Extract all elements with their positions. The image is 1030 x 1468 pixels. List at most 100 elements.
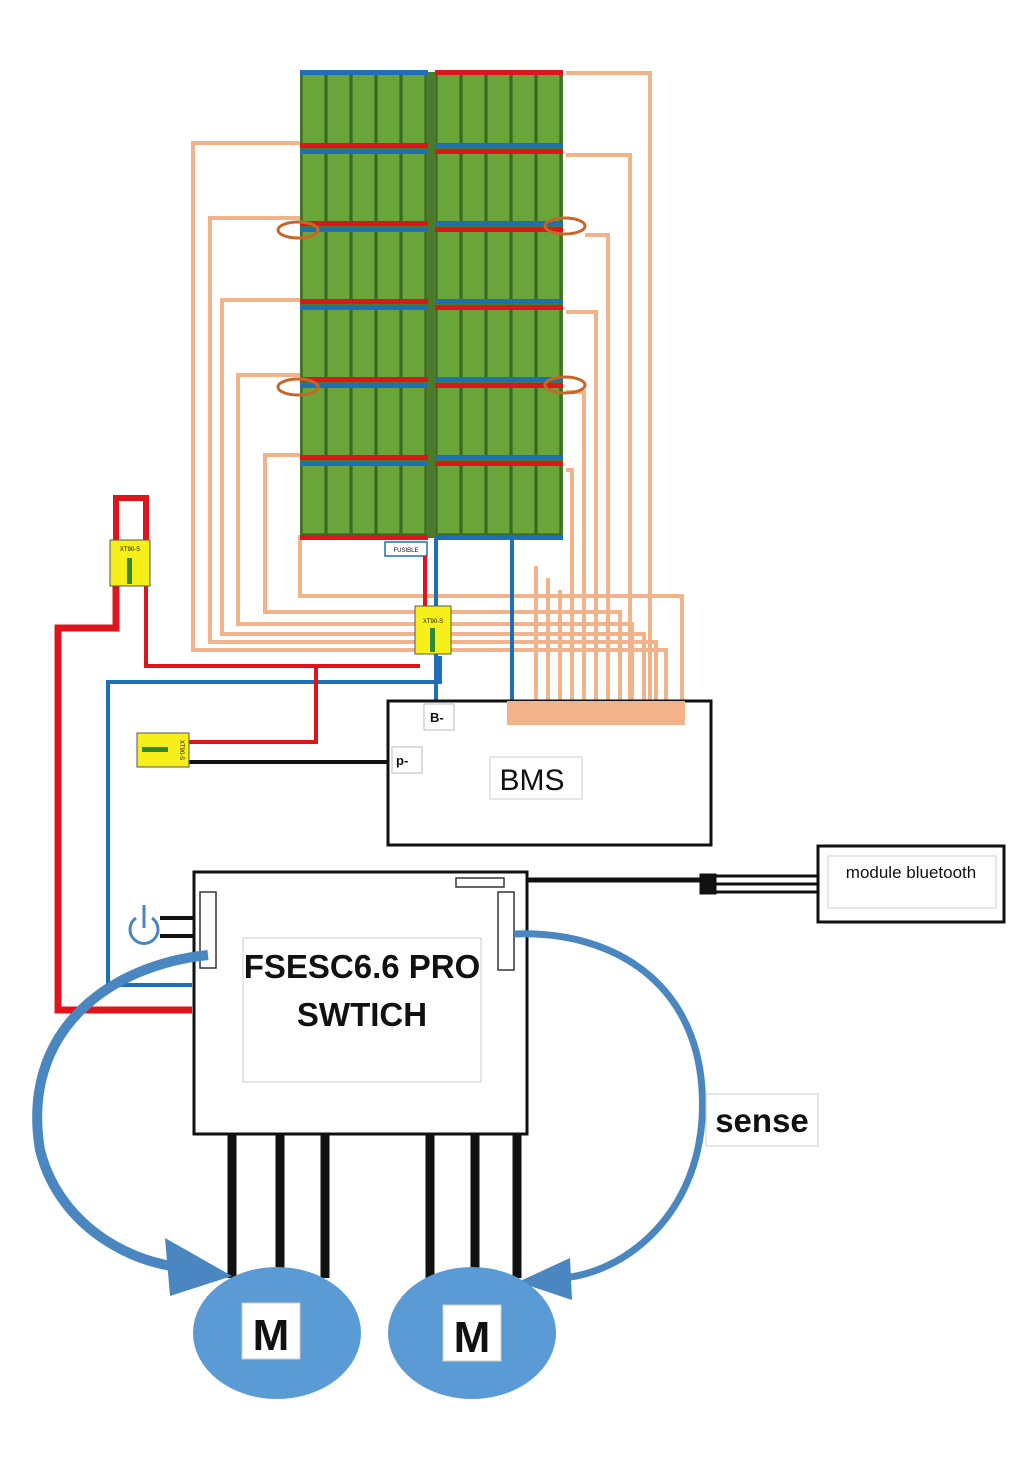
motor-right-label: M <box>454 1313 491 1362</box>
power-icon[interactable] <box>128 905 194 945</box>
battery-cell <box>301 463 326 535</box>
esc-sensor-port-left <box>199 891 217 969</box>
esc-label-line2: SWTICH <box>297 996 427 1033</box>
battery-cell <box>351 385 376 457</box>
esc-sensor-port-right <box>497 891 515 971</box>
series-loop <box>543 216 587 236</box>
battery-cell <box>326 151 351 223</box>
xt90-connector-top[interactable]: XT90-S <box>109 539 151 587</box>
nickel-strip <box>300 455 428 460</box>
series-loop <box>543 375 587 395</box>
xt90-connector-side[interactable]: XT90-S <box>136 732 190 768</box>
nickel-strip <box>435 455 563 460</box>
nickel-strip <box>300 377 428 382</box>
battery-cell <box>376 73 401 145</box>
nickel-strip <box>435 305 563 310</box>
nickel-strip <box>435 143 563 148</box>
battery-cell <box>511 73 536 145</box>
battery-cell <box>401 229 426 301</box>
battery-cell <box>536 229 561 301</box>
xt90-side-label: XT90-S <box>178 740 184 760</box>
battery-cell <box>351 463 376 535</box>
battery-cell <box>301 73 326 145</box>
battery-cell <box>401 151 426 223</box>
motor-right: M <box>388 1267 556 1399</box>
battery-cell <box>511 463 536 535</box>
nickel-strip <box>300 535 428 540</box>
nickel-strip <box>300 221 428 226</box>
bms-b-minus-label: B- <box>430 710 444 725</box>
series-loop <box>276 220 320 240</box>
nickel-strip <box>435 383 563 388</box>
sense-arrow-right <box>513 930 706 1300</box>
battery-cell <box>436 307 461 379</box>
sense-arrow-left <box>32 950 232 1296</box>
battery-cell <box>486 229 511 301</box>
battery-cell <box>326 307 351 379</box>
bms-balance-connector <box>507 701 685 725</box>
motor-left: M <box>193 1267 361 1399</box>
battery-cell <box>301 385 326 457</box>
esc-comm-port <box>455 877 505 888</box>
battery-cell <box>301 307 326 379</box>
battery-cell <box>461 307 486 379</box>
battery-cell <box>351 307 376 379</box>
nickel-strip <box>435 221 563 226</box>
battery-cell <box>461 463 486 535</box>
battery-pack <box>276 70 587 540</box>
battery-cell <box>351 151 376 223</box>
battery-cell <box>351 73 376 145</box>
nickel-strip <box>300 461 428 466</box>
battery-cell <box>536 307 561 379</box>
battery-cell <box>376 229 401 301</box>
nickel-strip <box>300 227 428 232</box>
bluetooth-module: module bluetooth <box>816 844 1006 924</box>
nickel-strip <box>300 305 428 310</box>
motor-left-label: M <box>253 1311 290 1360</box>
battery-cell <box>326 229 351 301</box>
esc-controller: FSESC6.6 PRO SWTICH <box>192 870 529 1136</box>
balance-wires <box>191 71 684 710</box>
battery-cell <box>461 73 486 145</box>
nickel-strip <box>435 377 563 382</box>
battery-cell <box>351 229 376 301</box>
nickel-strip <box>300 299 428 304</box>
series-loop <box>276 377 320 397</box>
sense-label-box: sense <box>705 1093 819 1147</box>
nickel-strip <box>300 383 428 388</box>
sense-label: sense <box>715 1102 809 1139</box>
xt90-center-label: XT90-S <box>423 619 443 625</box>
battery-cell <box>486 151 511 223</box>
battery-cell <box>511 307 536 379</box>
battery-cell <box>301 151 326 223</box>
battery-cell <box>511 151 536 223</box>
battery-cell <box>536 73 561 145</box>
battery-cell <box>436 385 461 457</box>
battery-cell <box>376 151 401 223</box>
battery-cell <box>376 463 401 535</box>
battery-cell <box>461 385 486 457</box>
battery-cell <box>401 73 426 145</box>
battery-cell <box>486 385 511 457</box>
bluetooth-cable <box>505 873 818 895</box>
battery-cell <box>376 307 401 379</box>
nickel-strip <box>300 70 428 75</box>
battery-cell <box>326 385 351 457</box>
xt90-connector-center[interactable]: XT90-S <box>414 605 452 655</box>
battery-cell <box>436 229 461 301</box>
esc-label-line1: FSESC6.6 PRO <box>244 948 481 985</box>
nickel-strip <box>435 461 563 466</box>
battery-cell <box>401 307 426 379</box>
xt90-top-label: XT90-S <box>120 547 140 553</box>
battery-cell <box>511 385 536 457</box>
nickel-strip <box>300 143 428 148</box>
nickel-strip <box>435 535 563 540</box>
nickel-strip <box>435 70 563 75</box>
bluetooth-label: module bluetooth <box>846 863 976 882</box>
battery-cell <box>436 73 461 145</box>
battery-cell <box>401 385 426 457</box>
nickel-strip <box>435 227 563 232</box>
fuse-label: FUSIBLE <box>393 548 418 554</box>
nickel-strip <box>435 299 563 304</box>
